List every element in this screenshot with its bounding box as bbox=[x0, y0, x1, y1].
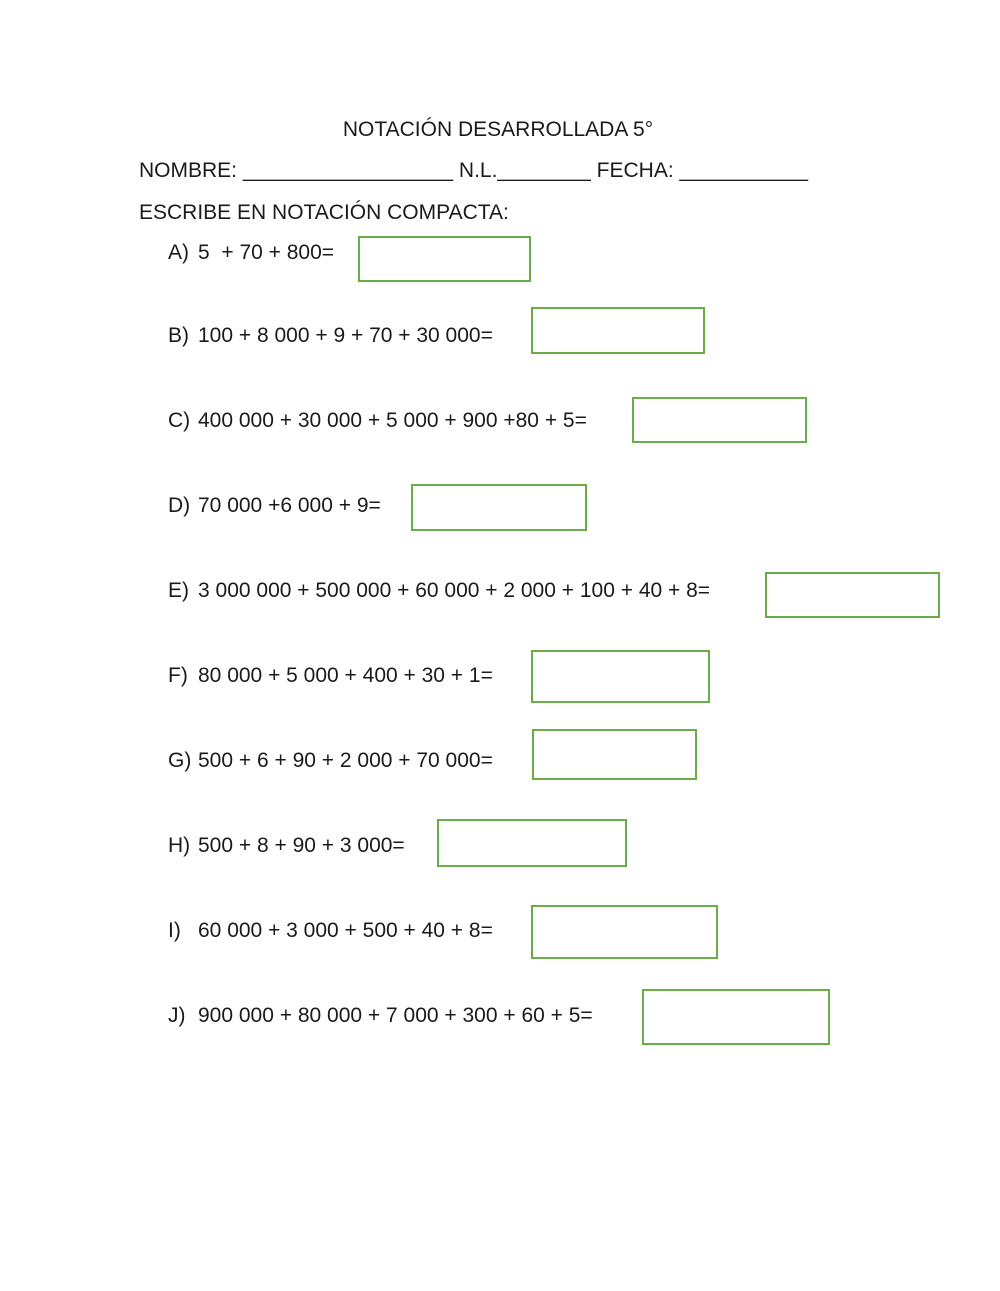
question-label: I) bbox=[168, 919, 181, 942]
answer-box-d[interactable] bbox=[411, 484, 587, 531]
question-j: J) 900 000 + 80 000 + 7 000 + 300 + 60 + … bbox=[168, 1005, 593, 1026]
question-expression: 5 + 70 + 800= bbox=[198, 241, 335, 264]
question-label: E) bbox=[168, 579, 189, 602]
question-i: I) 60 000 + 3 000 + 500 + 40 + 8= bbox=[168, 920, 493, 941]
answer-box-b[interactable] bbox=[531, 307, 705, 354]
student-info-line: NOMBRE: __________________ N.L.________ … bbox=[139, 159, 808, 182]
question-c: C) 400 000 + 30 000 + 5 000 + 900 +80 + 5… bbox=[168, 410, 587, 431]
question-label: H) bbox=[168, 834, 191, 857]
question-label: F) bbox=[168, 664, 188, 687]
question-e: E) 3 000 000 + 500 000 + 60 000 + 2 000 +… bbox=[168, 580, 710, 601]
question-expression: 500 + 6 + 90 + 2 000 + 70 000= bbox=[198, 749, 493, 772]
answer-box-h[interactable] bbox=[437, 819, 627, 867]
question-expression: 100 + 8 000 + 9 + 70 + 30 000= bbox=[198, 324, 493, 347]
question-expression: 900 000 + 80 000 + 7 000 + 300 + 60 + 5= bbox=[198, 1004, 593, 1027]
question-expression: 3 000 000 + 500 000 + 60 000 + 2 000 + 1… bbox=[198, 579, 711, 602]
question-label: C) bbox=[168, 409, 191, 432]
instruction-text: ESCRIBE EN NOTACIÓN COMPACTA: bbox=[139, 201, 509, 224]
question-g: G) 500 + 6 + 90 + 2 000 + 70 000= bbox=[168, 750, 493, 771]
question-expression: 60 000 + 3 000 + 500 + 40 + 8= bbox=[198, 919, 493, 942]
question-a: A) 5 + 70 + 800= bbox=[168, 242, 334, 263]
question-label: J) bbox=[168, 1004, 186, 1027]
question-d: D) 70 000 +6 000 + 9= bbox=[168, 495, 381, 516]
question-h: H) 500 + 8 + 90 + 3 000= bbox=[168, 835, 405, 856]
question-label: A) bbox=[168, 241, 189, 264]
answer-box-e[interactable] bbox=[765, 572, 940, 618]
question-label: G) bbox=[168, 749, 192, 772]
answer-box-f[interactable] bbox=[531, 650, 710, 703]
answer-box-i[interactable] bbox=[531, 905, 718, 959]
question-b: B) 100 + 8 000 + 9 + 70 + 30 000= bbox=[168, 325, 493, 346]
question-expression: 500 + 8 + 90 + 3 000= bbox=[198, 834, 405, 857]
question-expression: 400 000 + 30 000 + 5 000 + 900 +80 + 5= bbox=[198, 409, 587, 432]
answer-box-c[interactable] bbox=[632, 397, 807, 443]
question-expression: 80 000 + 5 000 + 400 + 30 + 1= bbox=[198, 664, 493, 687]
question-label: D) bbox=[168, 494, 191, 517]
question-expression: 70 000 +6 000 + 9= bbox=[198, 494, 381, 517]
page-title: NOTACIÓN DESARROLLADA 5° bbox=[342, 118, 654, 141]
answer-box-g[interactable] bbox=[532, 729, 697, 780]
question-f: F) 80 000 + 5 000 + 400 + 30 + 1= bbox=[168, 665, 493, 686]
answer-box-a[interactable] bbox=[358, 236, 531, 282]
answer-box-j[interactable] bbox=[642, 989, 830, 1045]
question-label: B) bbox=[168, 324, 189, 347]
